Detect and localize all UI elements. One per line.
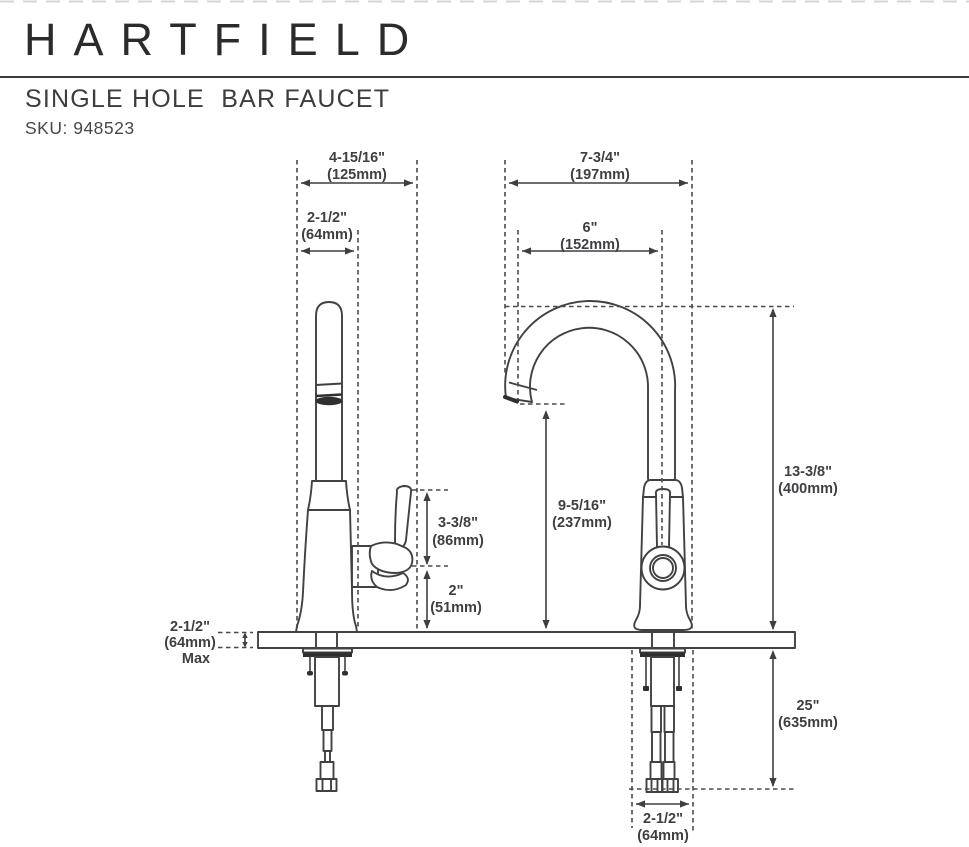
dim-label-inches: 2-1/2" (307, 210, 347, 226)
dim-shank-width: 2-1/2" (64mm) (637, 811, 689, 844)
dim-label-mm: (64mm) (301, 227, 353, 243)
dim-label-inches: 4-15/16" (329, 150, 385, 166)
dim-supply-length: 25" (635mm) (778, 698, 838, 731)
dim-label-mm: (237mm) (552, 515, 612, 531)
gooseneck-spout (504, 300, 677, 483)
right-supply-assembly (639, 647, 686, 793)
dim-spout-reach: 6" (152mm) (560, 220, 620, 253)
dim-body-height: 2" (51mm) (430, 583, 482, 616)
dim-label-mm: (64mm) (637, 828, 689, 844)
spout-flare-side (307, 480, 351, 511)
dim-label-inches: 7-3/4" (580, 150, 620, 166)
handle-lever-front (654, 488, 672, 548)
countertop (257, 631, 796, 649)
dim-label-note: Max (182, 651, 210, 667)
extension-lines (218, 160, 796, 832)
spout-tube-side (315, 301, 343, 482)
faucet-front-view (503, 300, 693, 631)
dim-label-mm: (125mm) (327, 167, 387, 183)
dim-overall-depth: 4-15/16" (125mm) (327, 150, 387, 183)
sku-label: SKU: 948523 (25, 118, 135, 138)
dimension-lines (242, 179, 777, 808)
dim-spout-offset: 2-1/2" (64mm) (301, 210, 353, 243)
handle-lever-side (394, 485, 413, 549)
dim-label-inches: 2-1/2" (643, 811, 683, 827)
dim-label-mm: (197mm) (570, 167, 630, 183)
aerator-band (315, 396, 343, 406)
left-supply-assembly (302, 647, 353, 792)
dim-label-mm: (51mm) (430, 600, 482, 616)
dim-label-inches: 9-5/16" (558, 498, 606, 514)
dim-overall-height: 13-3/8" (400mm) (778, 464, 838, 497)
spout-tip-band (508, 381, 538, 391)
spout-band-line (315, 382, 343, 386)
dim-label-mm: (152mm) (560, 237, 620, 253)
handle-hub-side (368, 541, 414, 574)
dim-overall-width: 7-3/4" (197mm) (570, 150, 630, 183)
dim-handle-height: 3-3/8" (86mm) (432, 515, 484, 549)
dim-label-inches: 2" (449, 583, 464, 599)
dim-label-mm: (64mm) (164, 635, 216, 651)
dim-label-inches: 6" (583, 220, 598, 236)
dim-label-mm: (635mm) (778, 715, 838, 731)
dim-label-mm: (86mm) (432, 533, 484, 549)
faucet-side-view (295, 301, 414, 633)
dim-label-inches: 2-1/2" (170, 619, 210, 635)
handle-collar-side (370, 570, 409, 591)
dim-label-mm: (400mm) (778, 481, 838, 497)
dim-label-inches: 3-3/8" (438, 515, 478, 531)
brand-title: HARTFIELD (24, 14, 427, 65)
aerator-line (315, 393, 343, 398)
header-divider (0, 76, 969, 78)
dim-spout-clearance: 9-5/16" (237mm) (552, 498, 612, 531)
product-subtitle: SINGLE HOLE BAR FAUCET (25, 85, 391, 113)
spout-tip-aerator (503, 395, 519, 404)
dim-label-inches: 13-3/8" (784, 464, 832, 480)
faucet-body-side (295, 509, 358, 633)
dim-label-inches: 25" (796, 698, 819, 714)
dim-deck-thickness: 2-1/2" (64mm) Max (164, 619, 216, 667)
handle-boss-inner (652, 557, 674, 579)
